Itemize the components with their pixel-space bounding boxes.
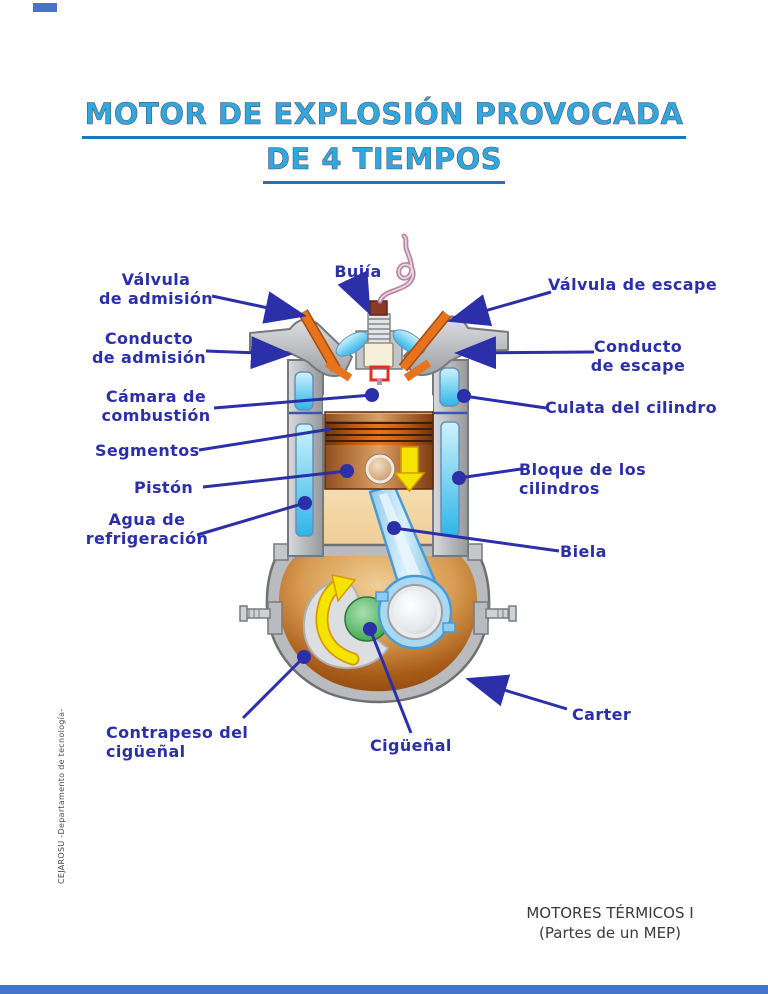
label-bloque: Bloque de los cilindros <box>519 460 647 498</box>
next-page-edge-bar <box>0 985 768 994</box>
label-segmentos: Segmentos <box>95 441 200 460</box>
label-camara-combustion: Cámara de combustión <box>101 387 211 425</box>
spark-plug-wire <box>377 233 416 304</box>
pointer-valvula-escape <box>447 290 552 326</box>
label-biela: Biela <box>560 542 607 561</box>
label-conducto-admision: Conducto de admisión <box>91 329 207 367</box>
pointer-conducto-escape <box>454 336 595 370</box>
side-note: CEJAROSU -Departamento de tecnología- <box>57 708 66 884</box>
wrist-pin <box>365 454 395 484</box>
label-culata: Culata del cilindro <box>545 398 718 417</box>
label-bujia: Bujía <box>334 262 382 281</box>
pointer-segmentos <box>198 427 332 452</box>
page-title-line2: DE 4 TIEMPOS <box>262 139 506 184</box>
valves <box>298 309 452 382</box>
footer-line2: (Partes de un MEP) <box>539 924 681 942</box>
label-agua: Agua de refrigeración <box>85 510 209 548</box>
label-valvula-escape: Válvula de escape <box>548 275 718 294</box>
page-title-line1: MOTOR DE EXPLOSIÓN PROVOCADA <box>81 94 687 139</box>
label-piston: Pistón <box>134 478 194 497</box>
label-contrapeso: Contrapeso del cigüeñal <box>106 723 249 761</box>
combustion-chamber <box>323 366 433 414</box>
pointer-biela <box>393 526 560 553</box>
crankcase-bolts <box>239 601 517 635</box>
pointer-conducto-admision <box>205 336 293 370</box>
pointer-contrapeso <box>241 655 306 720</box>
label-conducto-escape: Conducto de escape <box>590 337 686 375</box>
pointer-ciguenal <box>368 628 413 734</box>
label-valvula-admision: Válvula de admisión <box>98 270 214 308</box>
motion-arrow-icon <box>393 446 426 493</box>
rotation-arrow-icon <box>315 574 360 666</box>
intake-port <box>335 331 369 357</box>
label-ciguenal: Cigüeñal <box>370 736 452 755</box>
pointer-culata <box>463 394 547 410</box>
pointer-valvula-admision <box>211 291 307 324</box>
pointer-lines <box>196 270 595 734</box>
pointer-camara <box>213 393 373 410</box>
label-carter: Carter <box>572 705 632 724</box>
footer-line1: MOTORES TÉRMICOS I <box>526 904 694 922</box>
footer: MOTORES TÉRMICOS I (Partes de un MEP) <box>460 903 760 943</box>
intake-valve <box>299 309 340 372</box>
page-edge-mark <box>33 3 57 12</box>
pointer-bujia <box>337 270 371 316</box>
pointer-bloque <box>458 467 522 480</box>
exhaust-valve <box>399 311 451 371</box>
connecting-rod <box>368 483 456 650</box>
pointer-carter <box>465 674 568 711</box>
pointer-agua <box>196 501 306 537</box>
pointer-piston <box>202 469 348 489</box>
page-title: MOTOR DE EXPLOSIÓN PROVOCADA DE 4 TIEMPO… <box>0 94 768 184</box>
